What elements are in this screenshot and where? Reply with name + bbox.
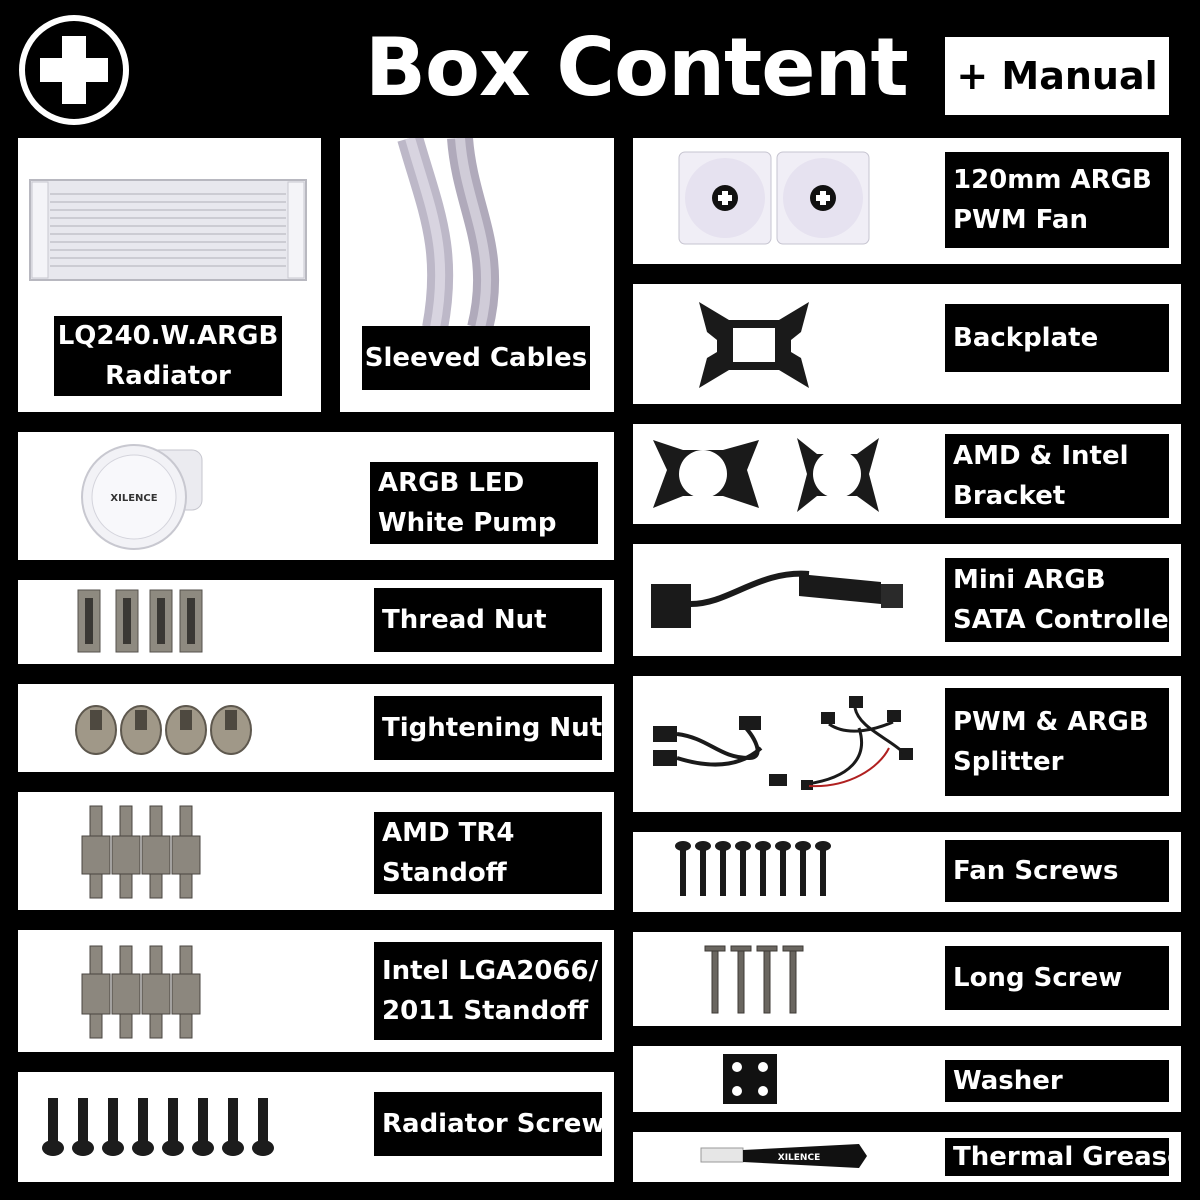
controller-image (651, 570, 903, 628)
long-screw-image (704, 945, 804, 1014)
item-label: Sleeved Cables (362, 326, 590, 390)
label-line-2: Splitter (953, 747, 1064, 777)
bracket-image (653, 438, 879, 512)
item-label: ARGB LED White Pump (370, 462, 598, 544)
thermal-grease-image: XILENCE (700, 1144, 867, 1168)
radiator-image (29, 179, 307, 281)
fan-screws-image (675, 841, 831, 896)
item-label: AMD & Intel Bracket (945, 434, 1169, 518)
label-line-1: Sleeved Cables (364, 343, 588, 373)
item-label: PWM & ARGB Splitter (945, 688, 1169, 796)
page-title: Box Content (365, 21, 909, 114)
item-label: Thermal Grease (945, 1138, 1181, 1176)
label-line-2: SATA Controller (953, 605, 1181, 635)
item-card-pump: XILENCE ARGB LED White Pump (18, 432, 614, 560)
item-card-radiator-screws: Radiator Screws (18, 1072, 614, 1182)
item-card-tightening-nut: Tightening Nut (18, 684, 614, 772)
grease-brand-text: XILENCE (778, 1153, 820, 1163)
label-line-1: Fan Screws (953, 856, 1119, 886)
item-card-backplate: Backplate (633, 284, 1181, 404)
item-label: Tightening Nut (374, 696, 602, 760)
label-line-1: AMD TR4 (382, 818, 515, 848)
item-label: Radiator Screws (374, 1092, 614, 1156)
item-label: Intel LGA2066/ 2011 Standoff (374, 942, 602, 1040)
item-card-thermal-grease: XILENCE Thermal Grease (633, 1132, 1181, 1182)
label-line-2: White Pump (378, 508, 557, 538)
amd-standoff-image (81, 805, 201, 899)
item-card-long-screw: Long Screw (633, 932, 1181, 1026)
label-line-1: Radiator Screws (382, 1109, 614, 1139)
item-card-splitter: PWM & ARGB Splitter (633, 676, 1181, 812)
splitter-image (653, 696, 913, 790)
item-card-intel-standoff: Intel LGA2066/ 2011 Standoff (18, 930, 614, 1052)
label-line-2: Standoff (382, 858, 507, 888)
label-line-1: PWM & ARGB (953, 707, 1149, 737)
sleeved-cables-image (397, 138, 500, 332)
label-line-2: Radiator (105, 361, 231, 391)
item-label: Backplate (945, 304, 1169, 372)
item-card-radiator: LQ240.W.ARGB Radiator (18, 138, 321, 412)
item-label: AMD TR4 Standoff (374, 812, 602, 894)
pump-brand-text: XILENCE (110, 493, 157, 504)
label-line-1: Backplate (953, 323, 1099, 353)
item-card-controller: Mini ARGB SATA Controller (633, 544, 1181, 656)
item-label: Washer (945, 1060, 1169, 1102)
tightening-nut-image (75, 705, 252, 755)
label-line-1: Long Screw (953, 963, 1123, 993)
radiator-screws-image (42, 1098, 274, 1156)
label-line-1: Thermal Grease (953, 1142, 1181, 1172)
item-label: Thread Nut (374, 588, 602, 652)
item-card-amd-standoff: AMD TR4 Standoff (18, 792, 614, 910)
item-card-fan-screws: Fan Screws (633, 832, 1181, 912)
intel-standoff-image (81, 945, 201, 1039)
manual-badge: + Manual (945, 37, 1169, 115)
label-line-1: LQ240.W.ARGB (57, 321, 279, 351)
backplate-image (699, 302, 809, 388)
label-line-2: Bracket (953, 481, 1066, 511)
label-line-1: Mini ARGB (953, 565, 1106, 595)
thread-nut-image (77, 589, 203, 653)
item-card-fan: 120mm ARGB PWM Fan (633, 138, 1181, 264)
label-line-1: Thread Nut (382, 605, 547, 635)
washer-image (723, 1054, 777, 1104)
label-line-1: ARGB LED (378, 468, 525, 498)
item-label: 120mm ARGB PWM Fan (945, 152, 1169, 248)
item-card-thread-nut: Thread Nut (18, 580, 614, 664)
label-line-2: PWM Fan (953, 205, 1088, 235)
item-label: Fan Screws (945, 840, 1169, 902)
pump-image: XILENCE (81, 444, 203, 550)
label-line-2: 2011 Standoff (382, 996, 589, 1026)
label-line-1: Intel LGA2066/ (382, 956, 599, 986)
label-line-1: 120mm ARGB (953, 165, 1152, 195)
item-card-washer: Washer (633, 1046, 1181, 1112)
item-label: Mini ARGB SATA Controller (945, 558, 1181, 642)
item-label: LQ240.W.ARGB Radiator (54, 316, 282, 396)
item-card-sleeved-cables: Sleeved Cables (340, 138, 614, 412)
item-label: Long Screw (945, 946, 1169, 1010)
fan-image (678, 151, 870, 245)
label-line-1: AMD & Intel (953, 441, 1129, 471)
label-line-1: Tightening Nut (382, 713, 603, 743)
label-line-1: Washer (953, 1066, 1063, 1096)
item-card-bracket: AMD & Intel Bracket (633, 424, 1181, 524)
brand-plus-logo-icon (19, 15, 129, 125)
